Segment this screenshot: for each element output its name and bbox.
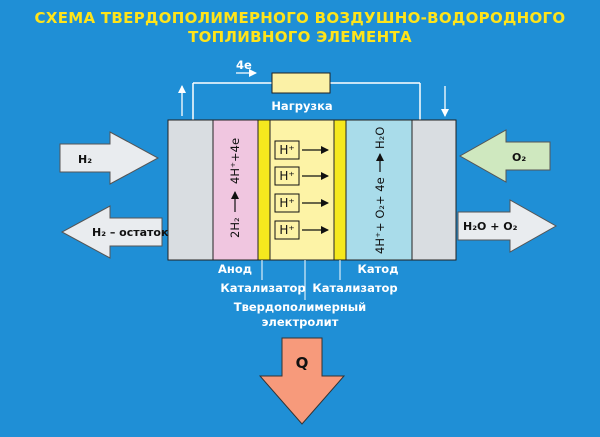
proton-label: H⁺ — [279, 223, 294, 237]
load-resistor — [271, 72, 331, 94]
external-circuit: 4е Нагрузка — [178, 58, 449, 120]
proton-box — [274, 220, 300, 240]
h2-input-label: Н₂ — [78, 153, 92, 166]
electrolyte-label-line-2: электролит — [262, 315, 339, 329]
h2-residue-label: Н₂ – остаток — [92, 226, 169, 239]
electron-count-label: 4е — [236, 58, 252, 72]
proton-box — [274, 193, 300, 213]
catalyst-left-label: Катализатор — [220, 281, 305, 295]
proton-label: H⁺ — [279, 169, 294, 183]
title-line-2: ТОПЛИВНОГО ЭЛЕМЕНТА — [188, 28, 412, 46]
load-label: Нагрузка — [271, 99, 332, 113]
heat-output-arrow: Q — [258, 337, 346, 425]
cathode-product: Н₂О — [373, 127, 387, 149]
anode-product: 4H⁺+4е — [228, 138, 242, 184]
title-line-1: СХЕМА ТВЕРДОПОЛИМЕРНОГО ВОЗДУШНО-ВОДОРОД… — [35, 9, 566, 27]
cathode-catalyst-layer — [333, 119, 347, 261]
cathode-layer — [345, 119, 413, 261]
h2-residue-arrow: Н₂ – остаток — [60, 205, 169, 259]
cathode-plate — [411, 119, 457, 261]
proton-column: H⁺ H⁺ H⁺ H⁺ — [274, 140, 329, 240]
component-labels: Анод Катод Катализатор Катализатор Тверд… — [218, 260, 399, 329]
electrolyte-label-line-1: Твердополимерный — [234, 300, 367, 314]
anode-catalyst-layer — [257, 119, 271, 261]
heat-label: Q — [296, 354, 309, 372]
cathode-label: Катод — [357, 262, 398, 276]
o2-input-arrow: О₂ — [458, 129, 551, 183]
anode-reaction: 2H₂ 4H⁺+4е — [228, 138, 242, 238]
proton-label: H⁺ — [279, 196, 294, 210]
exhaust-label: Н₂О + О₂ — [463, 220, 518, 233]
proton-label: H⁺ — [279, 143, 294, 157]
exhaust-arrow: Н₂О + О₂ — [457, 199, 558, 253]
h2-input-arrow: Н₂ — [59, 131, 160, 185]
anode-reactant: 2H₂ — [228, 217, 242, 238]
o2-input-label: О₂ — [512, 151, 526, 164]
proton-box — [274, 166, 300, 186]
anode-layer — [212, 119, 259, 261]
proton-box — [274, 140, 300, 160]
cathode-reaction: 4H⁺+ О₂+ 4е Н₂О — [373, 127, 387, 254]
anode-label: Анод — [218, 262, 252, 276]
catalyst-right-label: Катализатор — [312, 281, 397, 295]
cathode-reactants: 4H⁺+ О₂+ 4е — [373, 177, 387, 254]
anode-plate — [167, 119, 214, 261]
fuel-cell-body — [167, 119, 457, 261]
